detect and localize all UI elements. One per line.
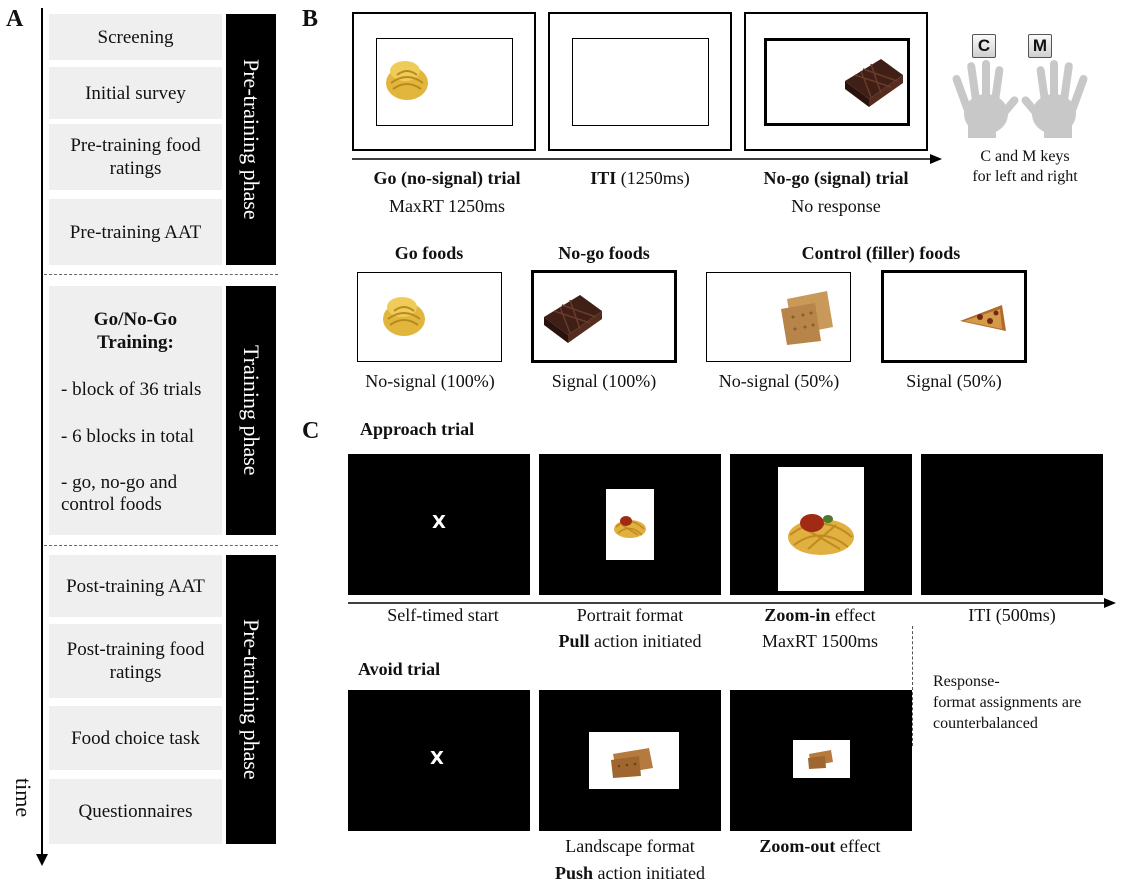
iti-label: ITI (1250ms) bbox=[590, 168, 690, 188]
iti-inner-frame bbox=[572, 38, 709, 126]
nogo-food-caption: Signal (100%) bbox=[551, 371, 657, 391]
iti-screen bbox=[548, 12, 732, 151]
training-item-1: - block of 36 trials bbox=[61, 379, 202, 400]
push-action-caption: Push action initiated bbox=[555, 863, 705, 883]
crackers-image bbox=[781, 291, 833, 345]
zoomed-out-food-image bbox=[793, 740, 850, 778]
key-c-icon: C bbox=[972, 34, 996, 58]
phase-bar-training: Training phase bbox=[226, 286, 276, 535]
fixation-x: X bbox=[430, 748, 444, 769]
portrait-format-caption: Portrait format bbox=[576, 605, 684, 625]
step-post-aat: Post-training AAT bbox=[49, 555, 222, 617]
step-food-choice: Food choice task bbox=[49, 706, 222, 770]
pull-action-caption: Pull action initiated bbox=[558, 631, 702, 651]
nogo-food-card bbox=[531, 270, 677, 363]
go-food-caption: No-signal (100%) bbox=[365, 371, 495, 391]
training-box: Go/No-Go Training: - block of 36 trials … bbox=[49, 286, 222, 535]
approach-trial-title: Approach trial bbox=[360, 419, 475, 439]
pizza-image bbox=[960, 305, 1006, 331]
separator-dashed bbox=[44, 545, 278, 546]
landscape-format-caption: Landscape format bbox=[565, 836, 695, 856]
avoid-trial-title: Avoid trial bbox=[358, 659, 441, 679]
go-foods-title: Go foods bbox=[394, 243, 464, 263]
step-questionnaires: Questionnaires bbox=[49, 779, 222, 844]
approach-zoomin-screen bbox=[730, 454, 912, 595]
phase-label-post: Pre-training phase bbox=[239, 619, 264, 780]
keys-caption-line2: for left and right bbox=[972, 168, 1078, 185]
control-foods-title: Control (filler) foods bbox=[801, 243, 961, 263]
chocolate-image bbox=[544, 295, 602, 343]
go-trial-title: Go (no-signal) trial bbox=[373, 168, 521, 188]
portrait-food-image bbox=[606, 489, 654, 560]
zoomin-caption: Zoom-in effect bbox=[764, 605, 876, 625]
crackers-image bbox=[808, 750, 833, 769]
training-item-3: - go, no-go and control foods bbox=[61, 472, 178, 515]
step-initial-survey: Initial survey bbox=[49, 67, 222, 119]
nogo-no-response: No response bbox=[791, 196, 881, 216]
nogo-foods-title: No-go foods bbox=[558, 243, 650, 263]
avoid-landscape-screen bbox=[539, 690, 721, 831]
go-trial-maxrt: MaxRT 1250ms bbox=[388, 196, 506, 216]
nogo-trial-inner-frame bbox=[764, 38, 910, 126]
approach-start-screen: X bbox=[348, 454, 530, 595]
hands-icon bbox=[952, 60, 1088, 138]
pasta-image bbox=[614, 516, 646, 538]
phase-label-pre: Pre-training phase bbox=[239, 59, 264, 220]
nogo-trial-title: No-go (signal) trial bbox=[763, 168, 909, 188]
control-nosignal-caption: No-signal (50%) bbox=[718, 371, 840, 391]
phase-bar-post: Pre-training phase bbox=[226, 555, 276, 844]
control-signal-food-card bbox=[881, 270, 1027, 363]
go-trial-inner-frame bbox=[376, 38, 513, 126]
chips-image bbox=[383, 297, 425, 336]
approach-iti-screen bbox=[921, 454, 1103, 595]
counterbalance-note: Response-format assignments are counterb… bbox=[933, 673, 1082, 732]
zoomed-in-food-image bbox=[778, 467, 864, 591]
time-label: time bbox=[11, 778, 36, 818]
training-title: Go/No-Go Training: bbox=[93, 309, 178, 353]
approach-maxrt-caption: MaxRT 1500ms bbox=[761, 631, 879, 651]
crackers-image bbox=[611, 748, 653, 778]
approach-portrait-screen bbox=[539, 454, 721, 595]
phase-bar-pre: Pre-training phase bbox=[226, 14, 276, 265]
avoid-start-screen: X bbox=[348, 690, 530, 831]
separator-dashed bbox=[44, 274, 278, 275]
panel-a-letter: A bbox=[6, 6, 24, 32]
panel-b-letter: B bbox=[302, 6, 319, 32]
go-trial-screen bbox=[352, 12, 536, 151]
chips-image bbox=[386, 61, 428, 100]
step-pre-food-ratings: Pre-training food ratings bbox=[49, 124, 222, 190]
fixation-x: X bbox=[432, 512, 446, 533]
go-food-card bbox=[357, 272, 502, 362]
step-screening: Screening bbox=[49, 14, 222, 60]
chocolate-image bbox=[845, 59, 903, 107]
trial-timeline-arrow bbox=[352, 154, 942, 164]
dashed-divider bbox=[912, 626, 913, 746]
panel-c-letter: C bbox=[302, 418, 320, 444]
phase-label-training: Training phase bbox=[239, 345, 264, 476]
key-m-icon: M bbox=[1028, 34, 1052, 58]
timeline-arrow bbox=[36, 8, 48, 866]
control-signal-caption: Signal (50%) bbox=[906, 371, 1002, 391]
step-post-food-ratings: Post-training food ratings bbox=[49, 624, 222, 698]
nogo-trial-screen bbox=[744, 12, 928, 151]
zoomout-caption: Zoom-out effect bbox=[759, 836, 881, 856]
self-timed-start-caption: Self-timed start bbox=[387, 605, 499, 625]
control-nosignal-food-card bbox=[706, 272, 851, 362]
iti-500-caption: ITI (500ms) bbox=[968, 605, 1056, 625]
avoid-zoomout-screen bbox=[730, 690, 912, 831]
step-pre-aat: Pre-training AAT bbox=[49, 199, 222, 265]
keys-caption-line1: C and M keys bbox=[980, 148, 1070, 165]
landscape-food-image bbox=[589, 732, 679, 789]
approach-timeline-arrow bbox=[348, 598, 1116, 608]
training-item-2: - 6 blocks in total bbox=[61, 426, 194, 447]
pasta-image bbox=[788, 514, 854, 555]
